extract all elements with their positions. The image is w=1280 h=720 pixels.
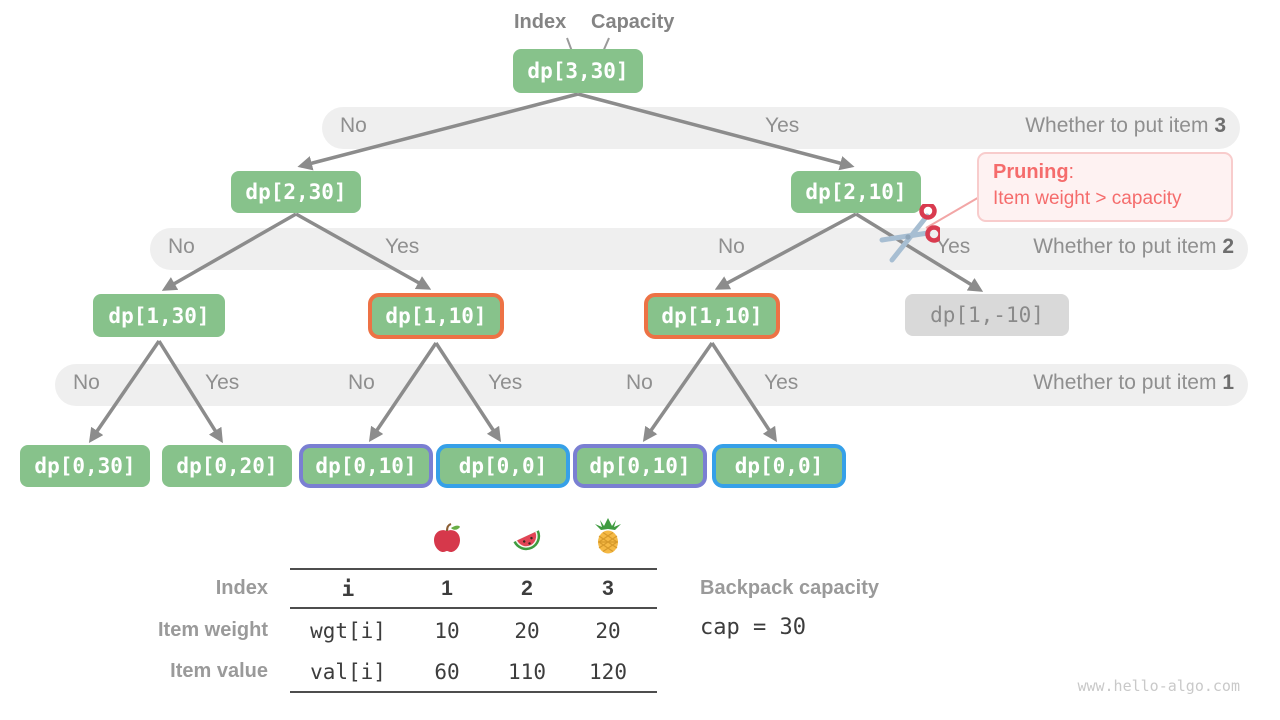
- table-cell-0-3: 3: [602, 577, 614, 600]
- watermelon-icon: [510, 521, 544, 560]
- band-question-item-number: 3: [1214, 114, 1226, 137]
- choice-no: No: [348, 371, 375, 394]
- table-cell-0-2: 2: [521, 577, 533, 600]
- node-dp-0-20: dp[0,20]: [162, 445, 292, 487]
- node-dp-2-10: dp[2,10]: [791, 171, 921, 213]
- table-cell-2-1: 60: [434, 660, 460, 684]
- row-label-item-weight: Item weight: [157, 619, 268, 641]
- backpack-capacity-label: Backpack capacity: [700, 577, 880, 599]
- choice-no: No: [718, 235, 745, 258]
- node-dp-1-10-b: dp[1,10]: [644, 293, 780, 339]
- table-cell-2-3: 120: [589, 660, 627, 684]
- band-question-item-number: 1: [1222, 371, 1234, 394]
- node-dp-0-30: dp[0,30]: [20, 445, 150, 487]
- pineapple-icon: [591, 517, 625, 560]
- table-cell-2-0: val[i]: [310, 660, 386, 684]
- choice-no: No: [340, 114, 367, 137]
- watermark: www.hello-algo.com: [1077, 677, 1240, 695]
- band-question-item-number: 2: [1222, 235, 1234, 258]
- choice-yes: Yes: [488, 371, 523, 394]
- backpack-capacity-value: cap = 30: [700, 615, 806, 640]
- node-dp-2-30: dp[2,30]: [231, 171, 361, 213]
- row-label-item-value: Item value: [170, 660, 268, 682]
- band-question-text: Whether to put item: [1033, 371, 1223, 394]
- capacity-header-label: Capacity: [591, 11, 675, 33]
- choice-no: No: [73, 371, 100, 394]
- pruning-callout-title-line: Pruning:: [993, 161, 1217, 184]
- node-dp-1-10-a: dp[1,10]: [368, 293, 504, 339]
- node-dp-1-neg10: dp[1,-10]: [905, 294, 1069, 336]
- node-dp-1-30: dp[1,30]: [93, 294, 225, 337]
- scissors-icon-svg: [879, 202, 943, 263]
- node-dp-3-30: dp[3,30]: [513, 49, 643, 93]
- choice-no: No: [626, 371, 653, 394]
- band-question-item-2: Whether to put item 2: [1033, 235, 1234, 259]
- table-cell-0-1: 1: [441, 577, 453, 600]
- band-question-text: Whether to put item: [1025, 114, 1215, 137]
- table-cell-1-3: 20: [595, 619, 621, 643]
- pruning-text: Item weight > capacity: [993, 188, 1182, 209]
- table-cell-0-0: i: [341, 577, 355, 601]
- table-cell-1-1: 10: [434, 619, 460, 643]
- choice-yes: Yes: [765, 114, 800, 137]
- row-label-index: Index: [215, 577, 268, 599]
- table-rule-0: [290, 568, 657, 570]
- pruning-title: Pruning: [993, 161, 1069, 183]
- node-dp-0-10-b: dp[0,10]: [573, 444, 707, 488]
- index-header-label: Index: [514, 11, 567, 33]
- choice-yes: Yes: [764, 371, 799, 394]
- table-cell-2-2: 110: [508, 660, 546, 684]
- choice-yes: Yes: [385, 235, 420, 258]
- choice-no: No: [168, 235, 195, 258]
- pruning-colon: :: [1068, 161, 1075, 183]
- apple-icon: [430, 520, 464, 559]
- scissors-icon: [876, 202, 943, 273]
- pruning-callout: Pruning: Item weight > capacity: [977, 152, 1233, 222]
- table-cell-1-0: wgt[i]: [310, 619, 386, 643]
- node-dp-0-0-b: dp[0,0]: [712, 444, 846, 488]
- band-question-text: Whether to put item: [1033, 235, 1223, 258]
- choice-yes: Yes: [205, 371, 240, 394]
- band-question-item-3: Whether to put item 3: [1025, 114, 1226, 138]
- node-dp-0-0-a: dp[0,0]: [436, 444, 570, 488]
- table-rule-1: [290, 607, 657, 609]
- band-question-item-1: Whether to put item 1: [1033, 371, 1234, 395]
- choice-yes: Yes: [936, 235, 971, 258]
- table-rule-2: [290, 691, 657, 693]
- node-dp-0-10-a: dp[0,10]: [299, 444, 433, 488]
- table-cell-1-2: 20: [514, 619, 540, 643]
